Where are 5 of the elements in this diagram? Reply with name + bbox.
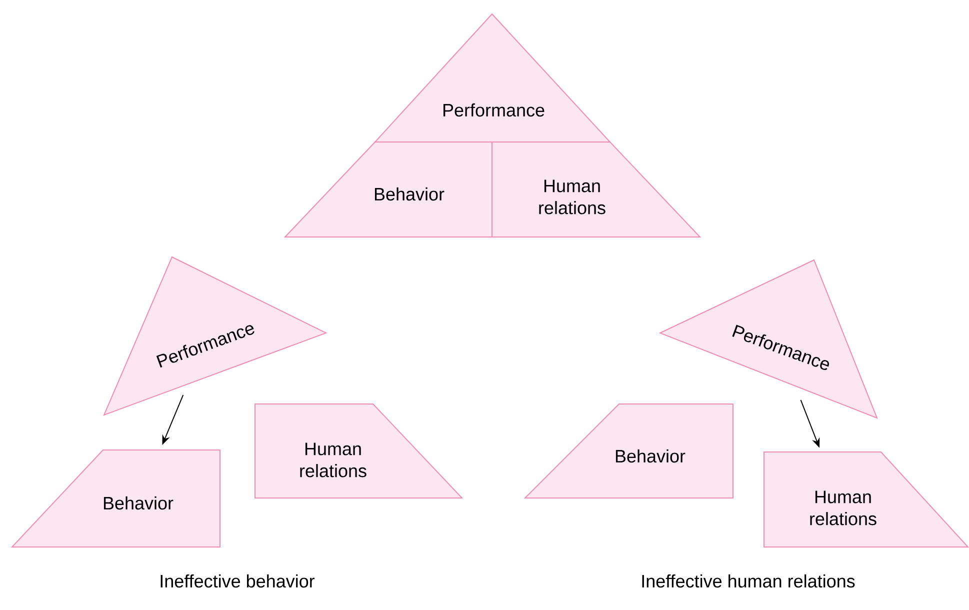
caption: Ineffective human relations <box>642 574 855 588</box>
trapezoid: Human relations <box>764 451 969 548</box>
caption: Ineffective behavior <box>160 574 315 588</box>
trapezoid-segment: Human relations <box>492 142 702 238</box>
trapezoid: Human relations <box>254 404 464 498</box>
